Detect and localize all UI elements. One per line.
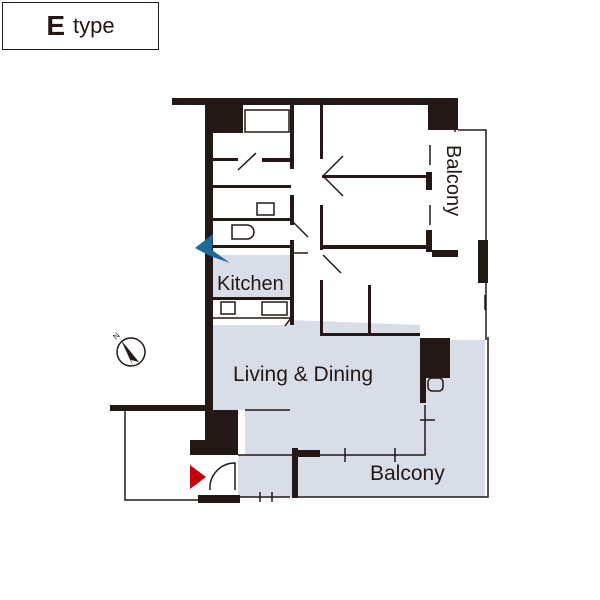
front-balcony-rail: [238, 337, 489, 498]
sliding-marks: [259, 145, 486, 502]
washing-basin-living: [427, 377, 444, 392]
door-swing-bath: [237, 152, 309, 238]
toilet: [231, 224, 255, 240]
kitchen-counter: [213, 317, 293, 327]
plan-type-label: E type: [2, 2, 159, 50]
north-label: N: [111, 331, 122, 342]
compass-icon: N: [111, 331, 146, 367]
side-balcony-label: Balcony: [442, 145, 464, 216]
side-balcony-rail: [454, 129, 487, 340]
kitchen-area: [213, 255, 292, 298]
fixtures: [124, 109, 489, 502]
living-partition: [124, 405, 426, 501]
entrance-door: [209, 462, 236, 491]
bathtub: [244, 109, 290, 133]
door-swing-bedroom1: [322, 155, 344, 197]
type-word: type: [73, 13, 115, 38]
front-balcony-label: Balcony: [370, 462, 445, 485]
shaded-areas: [213, 255, 485, 497]
entrance-marker-icon: [190, 465, 206, 489]
stove: [220, 301, 236, 315]
view-direction-arrow-icon: [195, 234, 230, 263]
type-letter: E: [46, 10, 66, 41]
living-balcony-area: [213, 320, 485, 497]
living-dining-label: Living & Dining: [233, 363, 373, 386]
washbasin: [256, 202, 275, 216]
kitchen-label: Kitchen: [217, 273, 284, 295]
sink: [261, 301, 288, 316]
door-swing-bedroom2: [293, 252, 342, 274]
